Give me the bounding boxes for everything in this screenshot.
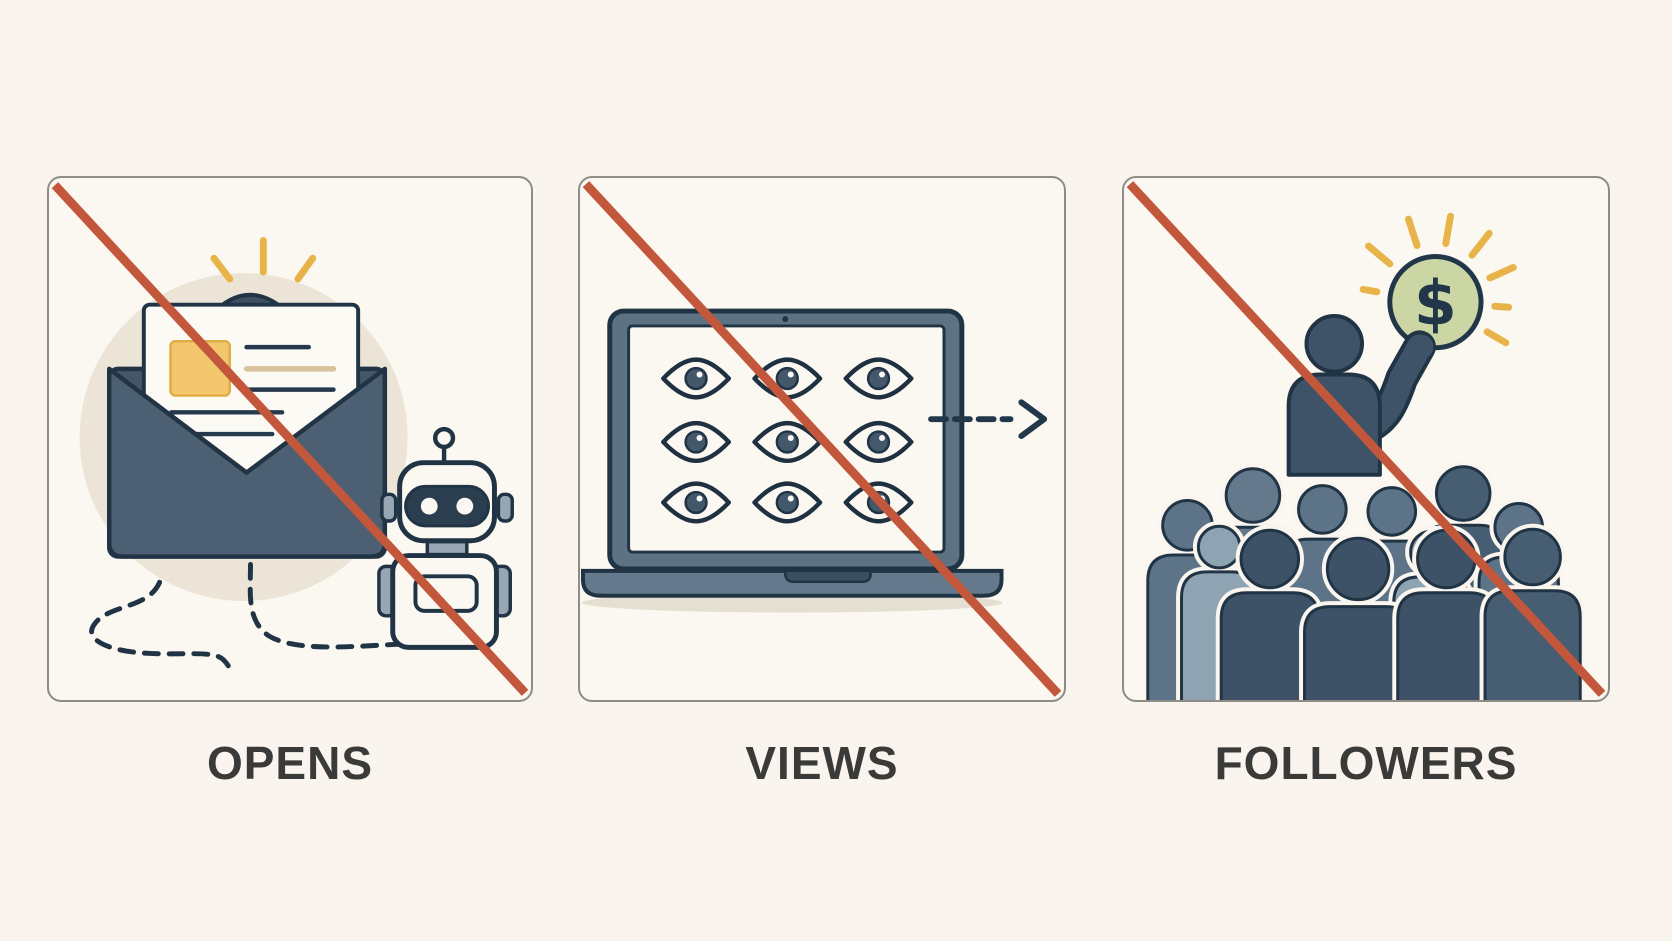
panel-followers: $	[1122, 176, 1610, 702]
person-icon	[1479, 523, 1586, 700]
coin-ray	[1486, 263, 1517, 282]
panel-views	[578, 176, 1066, 702]
dashed-exit-arrow	[928, 399, 1048, 439]
speaker-figure	[1286, 314, 1436, 477]
arrow-head	[1018, 399, 1048, 439]
coin-ray	[1491, 302, 1513, 311]
panel-label-followers: FOLLOWERS	[1214, 737, 1518, 789]
strikethrough-line	[582, 181, 1062, 697]
eye-icon	[661, 420, 732, 464]
coin-ray	[1404, 215, 1421, 250]
eye-icon	[661, 357, 732, 400]
laptop-base	[580, 568, 1004, 598]
speaker-torso	[1286, 372, 1382, 477]
eye-icon	[752, 481, 823, 524]
panel-label-views: VIEWS	[745, 737, 899, 789]
crowd-dollar-illustration: $	[1126, 181, 1606, 700]
eye-icon	[661, 481, 732, 524]
robot-eye-right	[456, 497, 474, 515]
speaker-head	[1304, 314, 1365, 374]
eye-icon	[843, 357, 914, 400]
dollar-sign: $	[1414, 267, 1457, 339]
coin-ray	[1359, 285, 1381, 296]
sparkle-rays-icon	[210, 237, 317, 283]
person-icon	[1299, 532, 1418, 700]
letter-text-lines	[169, 344, 337, 437]
panel-opens	[47, 176, 533, 702]
coin-rays-icon	[1359, 212, 1517, 347]
speaker-hand	[1409, 334, 1434, 359]
coin-ray	[1468, 229, 1493, 259]
robot-antenna-ball	[432, 426, 456, 450]
panel-label-opens: OPENS	[206, 737, 374, 789]
robot-eye-left	[420, 497, 438, 515]
laptop-camera-dot	[782, 316, 789, 322]
dashed-tracking-path	[89, 561, 427, 677]
coin-ray	[1442, 212, 1455, 247]
coin-ray	[1483, 328, 1510, 347]
laptop-base-notch	[784, 569, 872, 584]
robot-neck	[425, 539, 469, 557]
eye-icon	[843, 420, 914, 464]
open-email-illustration	[51, 182, 529, 696]
dollar-coin-icon: $	[1387, 254, 1484, 351]
strikethrough-line	[51, 182, 529, 696]
coin-ray	[1365, 242, 1394, 268]
strikethrough-line	[1126, 181, 1606, 697]
robot-ear-left	[380, 492, 398, 523]
robot-visor	[404, 484, 491, 528]
laptop-eyes-illustration	[580, 181, 1062, 697]
robot-ear-right	[496, 492, 514, 523]
eye-icon	[752, 420, 823, 464]
crowd	[1142, 461, 1586, 700]
